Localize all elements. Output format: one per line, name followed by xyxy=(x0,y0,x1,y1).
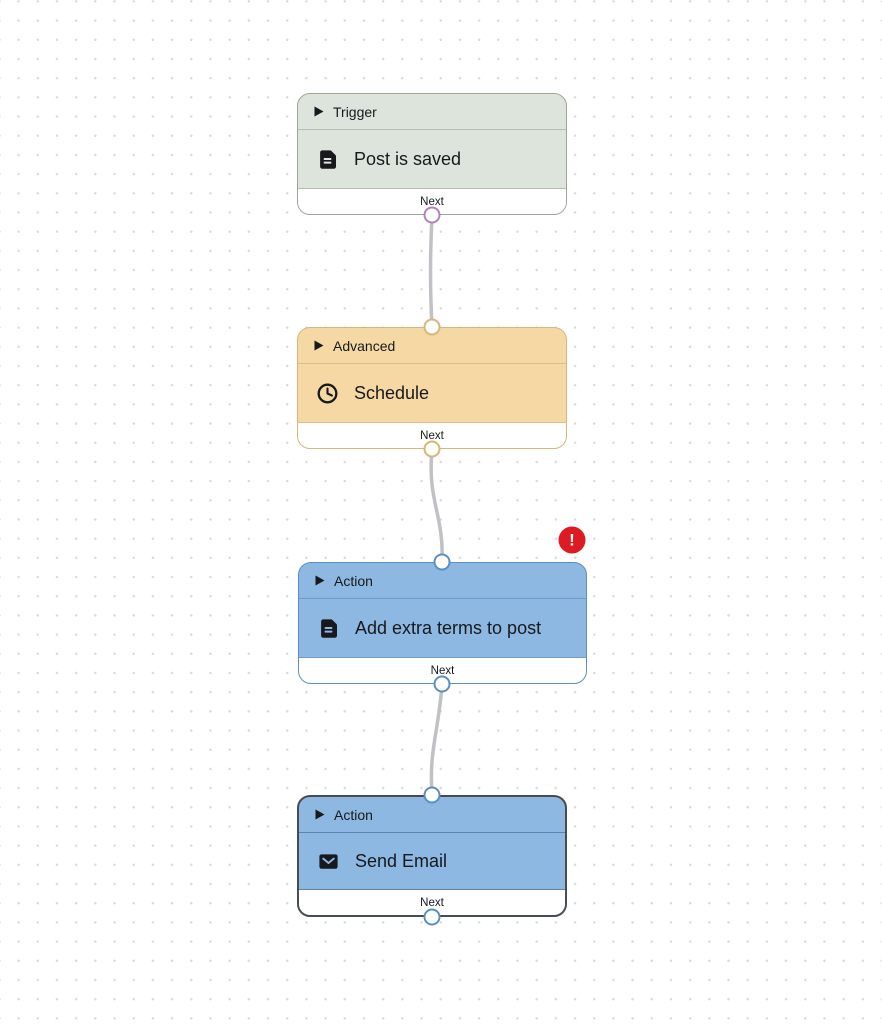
node-body: Post is saved xyxy=(298,130,566,189)
node-category: Trigger xyxy=(333,103,377,120)
next-port-label: Next xyxy=(420,195,444,208)
input-port[interactable] xyxy=(423,318,441,336)
node-header[interactable]: Action xyxy=(299,563,586,599)
connection-edge[interactable] xyxy=(429,448,444,563)
connection-edge[interactable] xyxy=(428,214,434,328)
node-trigger[interactable]: Trigger Post is saved Next xyxy=(297,93,567,215)
node-body: Send Email xyxy=(299,833,565,890)
clock-icon xyxy=(316,382,339,405)
node-advanced[interactable]: Advanced Schedule Next xyxy=(297,327,567,449)
output-port[interactable] xyxy=(423,206,441,224)
collapse-toggle-icon[interactable] xyxy=(315,809,325,820)
node-header[interactable]: Advanced xyxy=(298,328,566,364)
output-port[interactable] xyxy=(433,675,451,693)
node-label: Post is saved xyxy=(354,148,462,169)
node-label: Send Email xyxy=(355,850,448,871)
node-category: Action xyxy=(334,572,373,589)
node-action-add-extra-terms[interactable]: Action Add extra terms to post Next xyxy=(298,562,587,684)
document-icon xyxy=(316,148,339,171)
collapse-toggle-icon[interactable] xyxy=(314,106,324,117)
node-label: Add extra terms to post xyxy=(355,617,542,638)
node-body: Add extra terms to post xyxy=(299,599,586,658)
node-action-send-email[interactable]: Action Send Email Next xyxy=(297,795,567,917)
connection-edge[interactable] xyxy=(429,683,444,796)
next-port-label: Next xyxy=(430,664,455,677)
output-port[interactable] xyxy=(423,440,441,458)
next-port-label: Next xyxy=(420,896,444,909)
node-body: Schedule xyxy=(298,364,566,423)
mail-icon xyxy=(317,850,340,873)
collapse-toggle-icon[interactable] xyxy=(315,575,325,586)
document-icon xyxy=(317,617,340,640)
node-category: Advanced xyxy=(333,337,396,354)
node-header[interactable]: Trigger xyxy=(298,94,566,130)
input-port[interactable] xyxy=(433,553,451,571)
input-port[interactable] xyxy=(423,786,441,804)
node-category: Action xyxy=(334,806,373,823)
output-port[interactable] xyxy=(423,908,441,926)
node-header[interactable]: Action xyxy=(299,797,565,833)
error-badge[interactable]: ! xyxy=(558,526,586,554)
collapse-toggle-icon[interactable] xyxy=(314,340,324,351)
next-port-label: Next xyxy=(420,429,444,442)
node-label: Schedule xyxy=(354,382,430,403)
